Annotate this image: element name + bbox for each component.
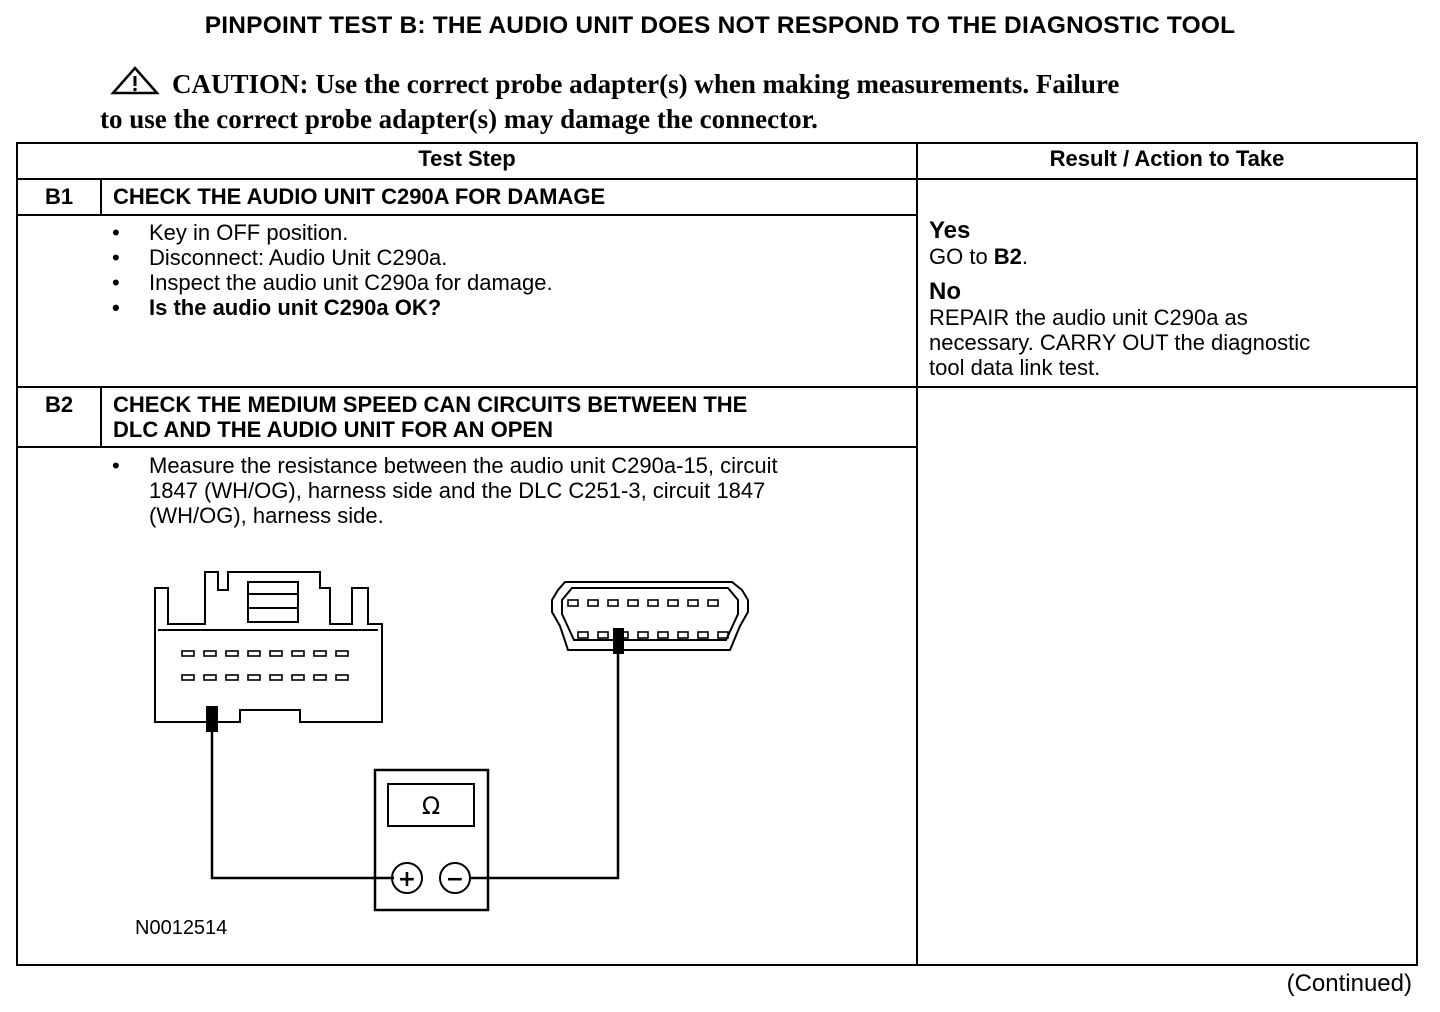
audio-unit-connector bbox=[154, 571, 383, 723]
list-item: Inspect the audio unit C290a for damage. bbox=[110, 270, 900, 295]
bullet-line-1: Measure the resistance between the audio… bbox=[149, 453, 778, 478]
probe-tip-positive bbox=[206, 706, 218, 732]
probe-wire-negative bbox=[470, 652, 620, 880]
wiring-diagram: Ω + − N0012514 bbox=[135, 571, 749, 939]
plus-terminal-label: + bbox=[398, 867, 416, 892]
bullet-line-3: (WH/OG), harness side. bbox=[149, 503, 384, 528]
result-no-text-1: REPAIR the audio unit C290a as bbox=[929, 305, 1248, 330]
list-item-question: Is the audio unit C290a OK? bbox=[110, 295, 900, 320]
result-no-label: No bbox=[929, 278, 961, 305]
continued-label: (Continued) bbox=[1286, 970, 1412, 997]
list-item: Measure the resistance between the audio… bbox=[110, 453, 900, 528]
header-result: Result / Action to Take bbox=[1049, 146, 1285, 171]
step-heading-b2-line1: CHECK THE MEDIUM SPEED CAN CIRCUITS BETW… bbox=[113, 392, 748, 417]
yes-suffix: . bbox=[1021, 244, 1029, 269]
caution-line-2: to use the correct probe adapter(s) may … bbox=[100, 104, 818, 134]
step-heading-b2: CHECK THE MEDIUM SPEED CAN CIRCUITS BETW… bbox=[113, 392, 903, 442]
step-id-b1: B1 bbox=[44, 184, 74, 209]
step-b2-bullets: Measure the resistance between the audio… bbox=[110, 453, 900, 528]
step-b1-bullets: Key in OFF position. Disconnect: Audio U… bbox=[110, 220, 900, 320]
page-title: PINPOINT TEST B: THE AUDIO UNIT DOES NOT… bbox=[204, 12, 1236, 39]
result-no-text-3: tool data link test. bbox=[929, 355, 1101, 380]
header-test-step: Test Step bbox=[418, 146, 516, 171]
result-no-text-2: necessary. CARRY OUT the diagnostic bbox=[929, 330, 1311, 355]
caution-line-1: CAUTION: Use the correct probe adapter(s… bbox=[172, 69, 1120, 99]
goto-b2-link[interactable]: B2 bbox=[993, 244, 1022, 269]
bullet-line-2: 1847 (WH/OG), harness side and the DLC C… bbox=[149, 478, 766, 503]
warning-triangle-icon bbox=[110, 66, 160, 103]
result-b1: Yes GO to B2. No REPAIR the audio unit C… bbox=[929, 217, 1399, 381]
step-id-b2: B2 bbox=[44, 392, 74, 417]
caution-notice: CAUTION: Use the correct probe adapter(s… bbox=[100, 66, 1300, 135]
list-item: Disconnect: Audio Unit C290a. bbox=[110, 245, 900, 270]
probe-tip-negative bbox=[613, 628, 624, 654]
multimeter bbox=[373, 768, 490, 912]
step-heading-b1: CHECK THE AUDIO UNIT C290A FOR DAMAGE bbox=[113, 184, 606, 209]
step-heading-b2-line2: DLC AND THE AUDIO UNIT FOR AN OPEN bbox=[113, 417, 553, 442]
diagram-id: N0012514 bbox=[135, 917, 227, 939]
probe-wire-positive bbox=[210, 730, 394, 880]
dlc-connector bbox=[551, 581, 749, 651]
result-yes-text: GO to B2. bbox=[929, 244, 1399, 269]
result-yes-label: Yes bbox=[929, 217, 971, 244]
minus-terminal-label: − bbox=[446, 867, 464, 892]
list-item: Key in OFF position. bbox=[110, 220, 900, 245]
ohm-symbol: Ω bbox=[422, 792, 440, 820]
yes-prefix: GO to bbox=[929, 244, 994, 269]
